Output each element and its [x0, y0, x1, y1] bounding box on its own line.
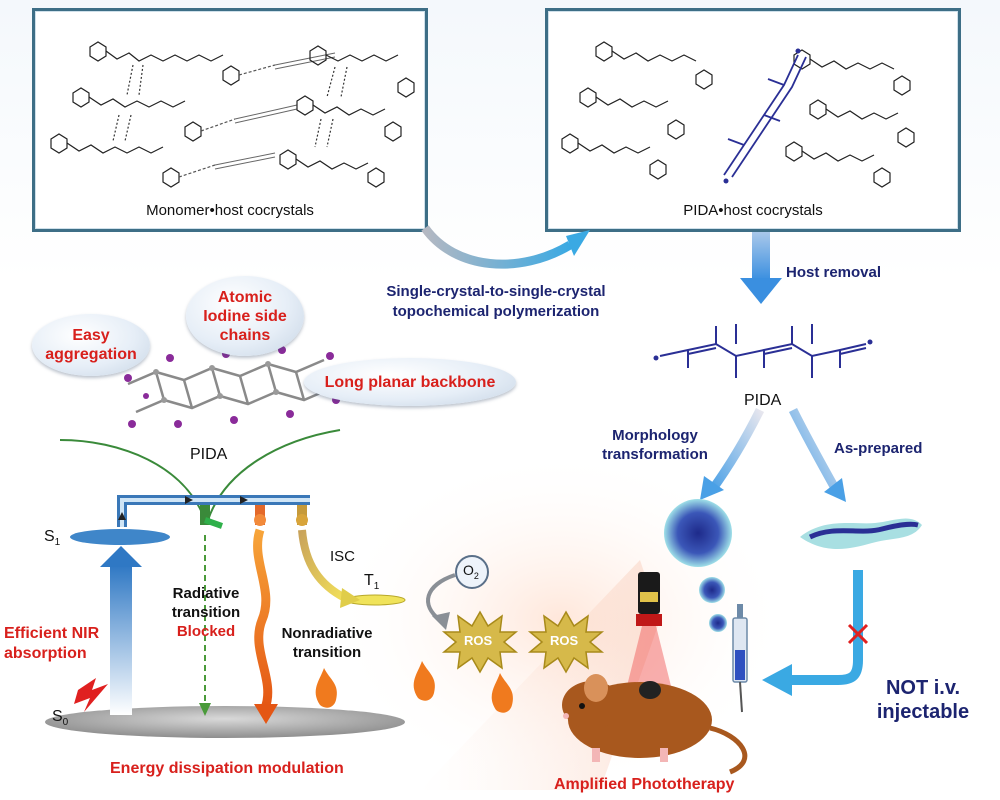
- host-removal-label: Host removal: [786, 264, 882, 281]
- spherical-nanoparticle: [664, 499, 732, 567]
- as-prepared-label: As-prepared: [834, 440, 923, 457]
- morphology-label: Morphology transformation: [602, 427, 708, 463]
- lightning-icon: [74, 678, 108, 712]
- not-injectable-path: [790, 570, 863, 685]
- ros-label-2: ROS: [550, 633, 579, 648]
- heat-flame-icons: [315, 661, 513, 713]
- radiative-label: Radiative transition Blocked: [171, 585, 241, 640]
- s1-label: S1: [44, 528, 61, 549]
- ros-label-1: ROS: [464, 633, 493, 648]
- mouse-illustration: [562, 674, 748, 775]
- cross-mark-icon: [847, 623, 869, 645]
- o2-label: O2: [463, 562, 479, 581]
- polymerization-arrow: [421, 225, 573, 269]
- ros-burst-1: [441, 610, 519, 674]
- pida-molecule-label: PIDA: [190, 446, 228, 463]
- not-injectable-label: NOT i.v. injectable: [876, 677, 970, 723]
- nonradiative-wave: [253, 528, 273, 710]
- monomer-caption: Monomer•host cocrystals: [146, 202, 314, 219]
- s0-level: [45, 706, 405, 738]
- atomic-iodine-bubble: Atomic Iodine side chains: [186, 276, 304, 356]
- nir-absorption-label: Efficient NIR absorption: [4, 625, 100, 662]
- o2-bubble: [455, 555, 489, 589]
- t1-label: T1: [364, 572, 380, 593]
- ros-burst-2: [527, 610, 605, 674]
- monomer-structure-diagram: [50, 41, 415, 188]
- pida-label: PIDA: [744, 392, 782, 409]
- s1-level: [70, 529, 170, 545]
- laser-device-icon: [626, 572, 672, 690]
- polymerization-label: Single-crystal-to-single-crystal topoche…: [386, 283, 606, 320]
- easy-aggregation-bubble: Easy aggregation: [32, 314, 150, 376]
- energy-dissipation-label: Energy dissipation modulation: [110, 760, 344, 777]
- pida-host-cocrystal-panel: PIDA•host cocrystals: [545, 8, 961, 232]
- planar-backbone-bubble: Long planar backbone: [304, 358, 516, 406]
- pida-polymer-structure: [653, 324, 873, 378]
- nonradiative-label: Nonradiative transition: [281, 625, 373, 661]
- pida-host-structure-diagram: [561, 41, 915, 188]
- syringe-icon: [732, 604, 748, 713]
- pida-ladder-molecule: [127, 358, 333, 414]
- isc-label: ISC: [330, 548, 356, 565]
- s0-label: S0: [52, 708, 69, 729]
- amplified-phototherapy-label: Amplified Phototherapy: [554, 776, 735, 793]
- pida-caption: PIDA•host cocrystals: [683, 202, 823, 219]
- nanoparticle-illustrations: [664, 499, 922, 632]
- monomer-host-cocrystal-panel: Monomer•host cocrystals: [32, 8, 428, 232]
